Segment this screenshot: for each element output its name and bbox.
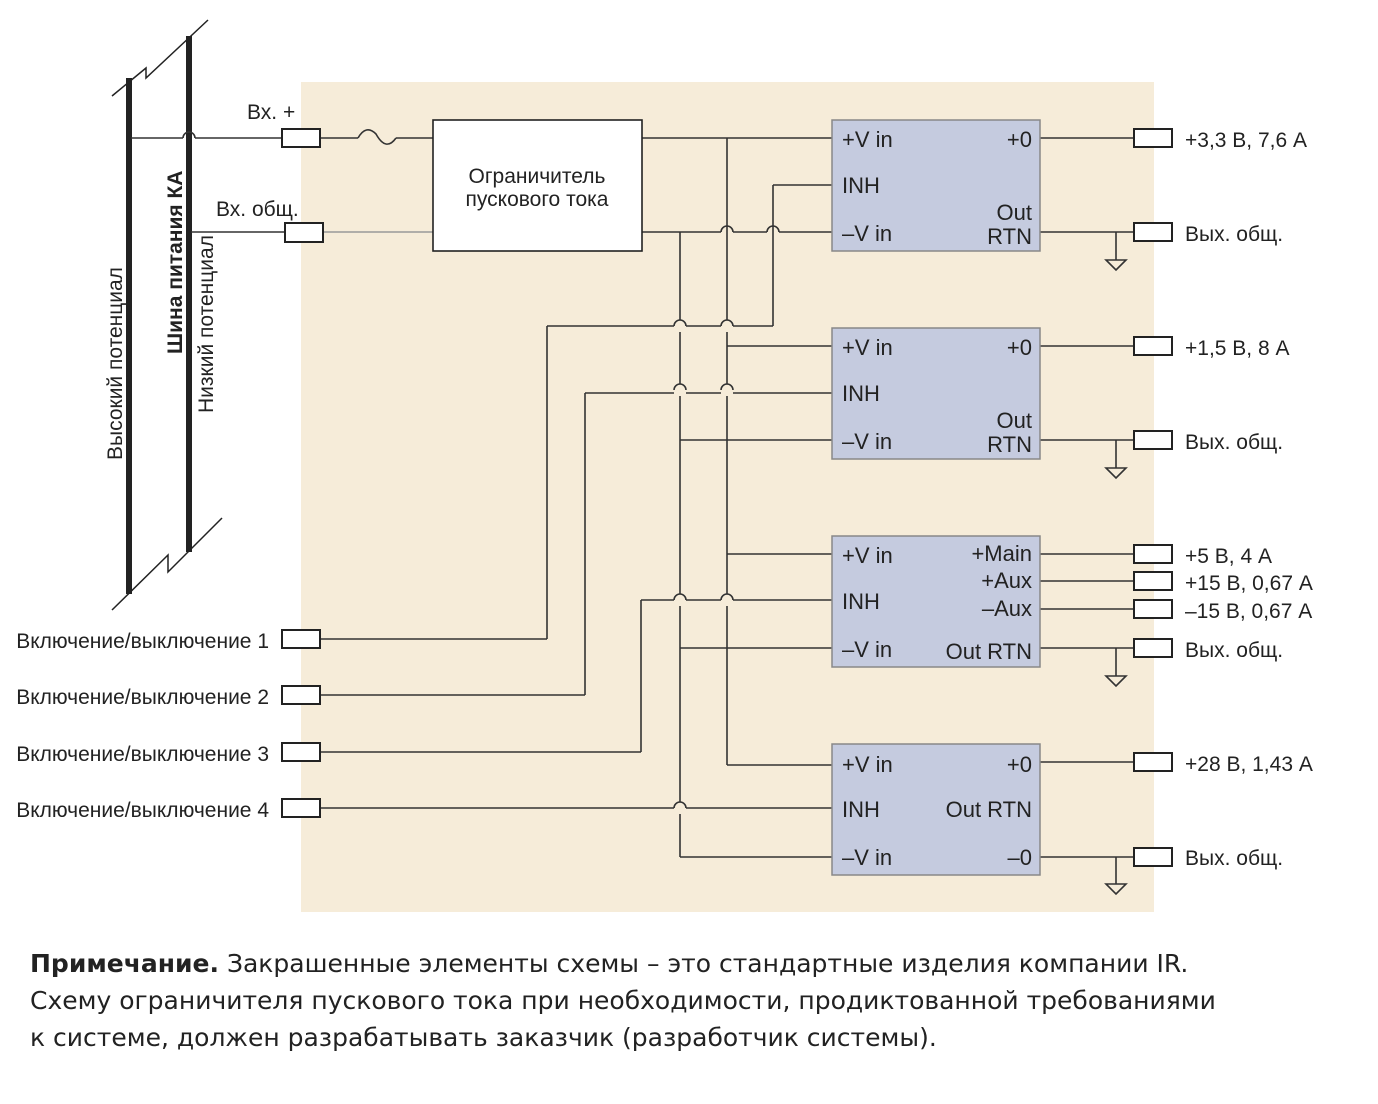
pin-out-plus: +0 xyxy=(1007,335,1032,360)
terminal-input-common xyxy=(284,222,324,243)
dc-dc-module-3: +V in INH –V in +Main +Aux –Aux Out RTN xyxy=(831,535,1041,668)
pin-inh: INH xyxy=(842,589,880,614)
output-label: +5 В, 4 А xyxy=(1185,545,1272,568)
output-label: +1,5 В, 8 А xyxy=(1185,337,1290,360)
output-label: +15 В, 0,67 А xyxy=(1185,572,1313,595)
pin-vin: +V in xyxy=(842,127,893,152)
pin-inh: INH xyxy=(842,797,880,822)
pin-vminus: –V in xyxy=(842,429,892,454)
enable-label-2: Включение/выключение 2 xyxy=(16,686,269,709)
terminal-output xyxy=(1133,128,1173,148)
input-common-label: Вх. общ. xyxy=(216,198,299,221)
output-label: +28 В, 1,43 А xyxy=(1185,753,1313,776)
limiter-label-2: пускового тока xyxy=(466,188,609,211)
enable-label-1: Включение/выключение 1 xyxy=(16,630,269,653)
terminal-enable-1 xyxy=(281,629,321,649)
footnote: Примечание. Закрашенные элементы схемы –… xyxy=(30,945,1360,1056)
terminal-output xyxy=(1133,752,1173,772)
inrush-limiter-box xyxy=(432,119,643,252)
output-label: –15 В, 0,67 А xyxy=(1185,600,1312,623)
terminal-output xyxy=(1133,638,1173,658)
footnote-line-2: Схему ограничителя пускового тока при не… xyxy=(30,986,1216,1015)
terminals xyxy=(281,128,1173,867)
bus-low-label: Низкий потенциал xyxy=(195,235,218,413)
enable-label-4: Включение/выключение 4 xyxy=(16,799,269,822)
pin-out-aux-minus: –Aux xyxy=(982,596,1032,621)
ground-symbol xyxy=(1104,648,1128,688)
footnote-line-1: Примечание. Закрашенные элементы схемы –… xyxy=(30,945,1360,982)
module-body xyxy=(831,535,1041,668)
output-label: Вых. общ. xyxy=(1185,847,1283,870)
terminal-output xyxy=(1133,571,1173,591)
pin-out-rtn: Out xyxy=(997,200,1032,225)
pin-vminus: –V in xyxy=(842,637,892,662)
pin-out-plus: +0 xyxy=(1007,752,1032,777)
wiring xyxy=(131,129,1134,896)
terminal-output xyxy=(1133,430,1173,450)
pin-out-rtn: RTN xyxy=(987,432,1032,457)
dc-dc-module-2: +V in INH –V in +0 Out RTN xyxy=(831,327,1041,460)
terminal-enable-3 xyxy=(281,742,321,762)
pin-vin: +V in xyxy=(842,543,893,568)
input-plus-label: Вх. + xyxy=(247,101,295,124)
limiter-label-1: Ограничитель xyxy=(469,165,606,188)
terminal-enable-4 xyxy=(281,798,321,818)
output-label: Вых. общ. xyxy=(1185,431,1283,454)
dc-dc-module-4: +V in INH –V in +0 Out RTN –0 xyxy=(831,743,1041,876)
footnote-bold: Примечание. xyxy=(30,949,220,978)
pin-out-rtn: Out RTN xyxy=(946,639,1032,664)
terminal-output xyxy=(1133,599,1173,619)
terminal-enable-2 xyxy=(281,685,321,705)
module-body xyxy=(831,119,1041,252)
pin-out-minus: –0 xyxy=(1008,845,1032,870)
pin-out-rtn: RTN xyxy=(987,224,1032,249)
footnote-text-1: Закрашенные элементы схемы – это стандар… xyxy=(219,949,1189,978)
terminal-output xyxy=(1133,544,1173,564)
output-label: Вых. общ. xyxy=(1185,223,1283,246)
bus-break-top xyxy=(111,19,209,97)
output-label: +3,3 В, 7,6 А xyxy=(1185,129,1307,152)
bus-high-label: Высокий потенциал xyxy=(104,267,127,460)
power-distribution-diagram: Высокий потенциал Шина питания КА Низкий… xyxy=(16,19,1313,912)
pin-out-rtn: Out RTN xyxy=(946,797,1032,822)
ground-symbol xyxy=(1104,857,1128,896)
pin-inh: INH xyxy=(842,173,880,198)
module-body xyxy=(831,743,1041,876)
pin-out-rtn: Out xyxy=(997,408,1032,433)
pin-out-aux-plus: +Aux xyxy=(981,568,1032,593)
ground-symbol xyxy=(1104,440,1128,480)
dc-dc-module-1: +V in INH –V in +0 Out RTN xyxy=(831,119,1041,252)
bus-break-bottom xyxy=(111,517,223,611)
pin-vin: +V in xyxy=(842,335,893,360)
pin-vminus: –V in xyxy=(842,221,892,246)
terminal-output xyxy=(1133,336,1173,356)
pin-out-main: +Main xyxy=(971,541,1032,566)
ground-symbol xyxy=(1104,232,1128,272)
output-label: Вых. общ. xyxy=(1185,639,1283,662)
terminal-output xyxy=(1133,222,1173,242)
pin-vin: +V in xyxy=(842,752,893,777)
enable-label-3: Включение/выключение 3 xyxy=(16,743,269,766)
bus-title: Шина питания КА xyxy=(164,171,187,354)
fuse-symbol xyxy=(357,129,397,145)
terminal-input-plus xyxy=(281,128,321,148)
pin-vminus: –V in xyxy=(842,845,892,870)
footnote-line-3: к системе, должен разрабатывать заказчик… xyxy=(30,1023,937,1052)
spacecraft-bus xyxy=(111,19,223,611)
pin-out-plus: +0 xyxy=(1007,127,1032,152)
pin-inh: INH xyxy=(842,381,880,406)
terminal-output xyxy=(1133,847,1173,867)
module-body xyxy=(831,327,1041,460)
